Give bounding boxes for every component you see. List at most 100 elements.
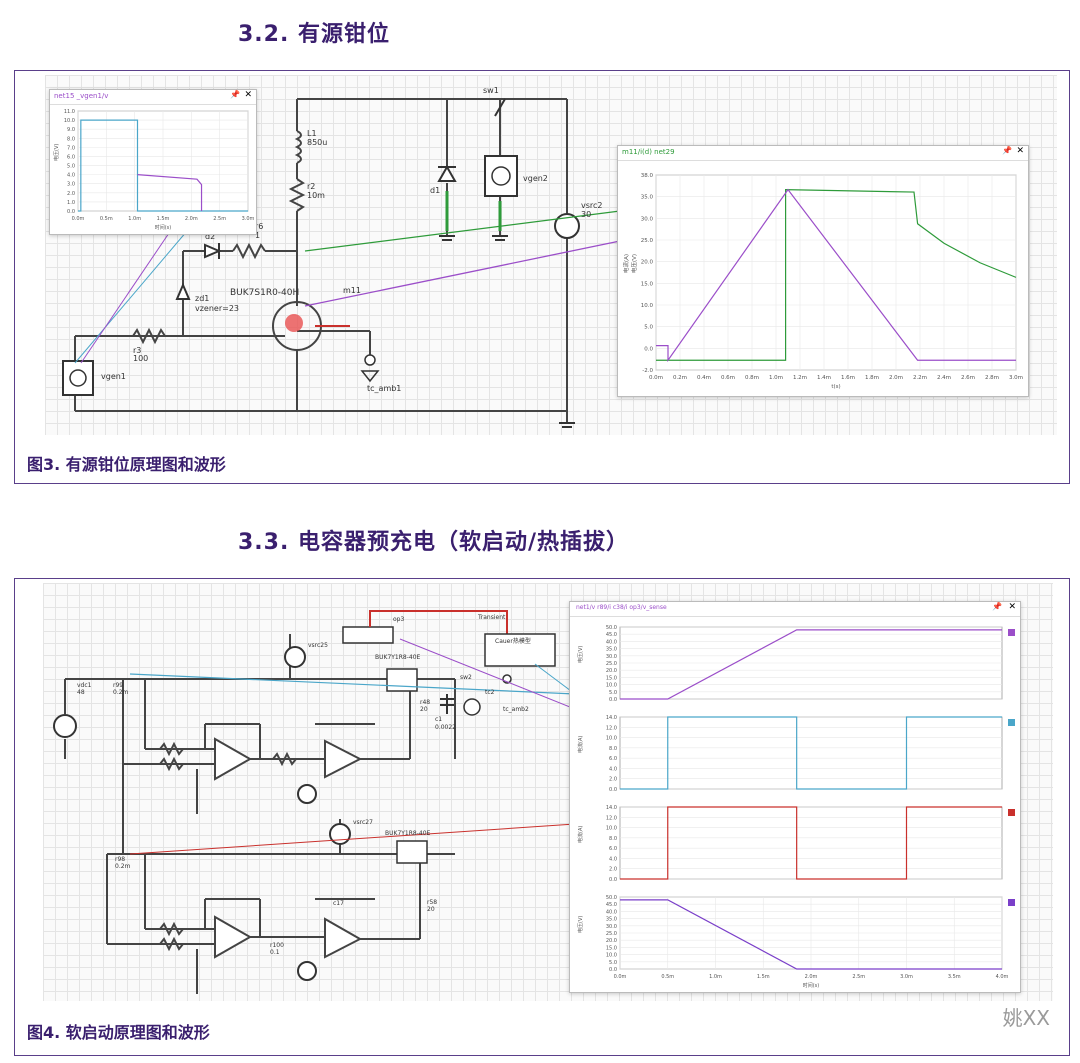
main-xtick-label: 0.4m [697, 375, 711, 381]
panel-2-ytick-label: 8.0 [609, 746, 617, 752]
main-ytick-label: 0.0 [644, 346, 653, 352]
main-xtick-label: 2.6m [961, 375, 975, 381]
panel-2-ytick-label: 2.0 [609, 777, 617, 783]
panel-3-legend-swatch [1008, 809, 1015, 816]
panel-1-ytick-label: 45.0 [606, 632, 617, 638]
label-r58-val: 20 [427, 906, 435, 913]
section-heading-precharge: 3.3. 电容器预充电（软启动/热插拔） [238, 530, 630, 555]
pin-icon[interactable]: 📌 [230, 90, 240, 99]
label-sw2: sw2 [460, 674, 472, 681]
label-r98-val: 0.2m [115, 863, 131, 870]
label-L1-val: 850u [307, 138, 327, 147]
main-plot-chart: 38.035.030.025.020.015.010.05.00.0-2.00.… [622, 173, 1023, 390]
mini-xtick-label: 1.5m [157, 216, 170, 222]
panel-3-plot-area [619, 806, 1003, 880]
panel-4-ytick-label: 10.0 [606, 953, 617, 959]
panel-1-ytick-label: 0.0 [609, 697, 617, 703]
main-ytick-label: 20.0 [641, 260, 654, 266]
main-series-green [656, 189, 1017, 361]
pin-icon[interactable]: 📌 [992, 602, 1002, 611]
vsrc25-source [284, 646, 306, 668]
label-vgen1: vgen1 [101, 372, 126, 381]
panel-4-ytick-label: 40.0 [606, 909, 617, 915]
panel-1-ytick-label: 10.0 [606, 683, 617, 689]
main-xtick-label: 1.2m [793, 375, 807, 381]
zener-zd1-icon [175, 282, 191, 300]
label-r98: r98 [115, 856, 125, 863]
main-ylabel-right: 电压(V) [630, 254, 638, 273]
mini-xtick-label: 0.5m [100, 216, 113, 222]
label-op3: op3 [393, 616, 404, 623]
panel-2-ytick-label: 6.0 [609, 756, 617, 762]
mini-plot-tab[interactable]: net15 _vgen1/v [50, 90, 256, 105]
main-xtick-label: 0.6m [721, 375, 735, 381]
mini-series-blue [78, 119, 248, 212]
mini-ytick-label: 4.0 [67, 173, 75, 179]
main-plot-tab[interactable]: m11/i(d) net29 [618, 146, 1028, 161]
mini-ytick-label: 11.0 [64, 109, 75, 115]
section-heading-active-clamp: 3.2. 有源钳位 [238, 22, 390, 47]
pulse-source-1 [297, 784, 317, 804]
close-icon[interactable]: ✕ [1016, 146, 1024, 156]
thermal-node-icon [364, 354, 376, 366]
main-xtick-label: 0.8m [745, 375, 759, 381]
panel-2-ytick-label: 12.0 [606, 725, 617, 731]
panel-2-ytick-label: 10.0 [606, 736, 617, 742]
pin-icon[interactable]: 📌 [1002, 146, 1012, 155]
label-cauer: Cauer热模型 [495, 637, 531, 645]
main-xtick-label: 1.8m [865, 375, 879, 381]
mini-xtick-label: 1.0m [128, 216, 141, 222]
label-r2: r2 [307, 182, 315, 191]
panel-4-xtick-label: 3.0m [900, 974, 913, 980]
mini-ytick-label: 3.0 [67, 182, 75, 188]
panel-4-ytick-label: 20.0 [606, 938, 617, 944]
main-xtick-label: 1.4m [817, 375, 831, 381]
panel-3-ytick-label: 2.0 [609, 867, 617, 873]
panel-4-xtick-label: 1.0m [709, 974, 722, 980]
figure-3-box: sw1 L1 850u r2 10m d1 vgen2 vsrc2 30 d2 … [14, 70, 1070, 484]
mini-xtick-label: 2.0m [185, 216, 198, 222]
label-r99-val: 0.2m [113, 689, 129, 696]
panel-1-ytick-label: 40.0 [606, 639, 617, 645]
main-ytick-label: -2.0 [642, 368, 653, 374]
panel-4-xtick-label: 4.0m [996, 974, 1009, 980]
panel-4-series [620, 899, 1002, 970]
vdc1-source [53, 714, 77, 738]
panel-3-ytick-label: 6.0 [609, 846, 617, 852]
stacked-waveform-chart: 50.045.040.035.030.025.020.015.010.05.00… [577, 625, 1015, 989]
main-xtick-label: 3.0m [1009, 375, 1023, 381]
label-r48-val: 20 [420, 706, 428, 713]
label-zd1: zd1 [195, 294, 209, 303]
schematic-2: vdc1 48 r99 0.2m op3 BUK7Y1R8-40E tc2 tc… [53, 610, 575, 994]
mini-xtick-label: 0.0m [72, 216, 85, 222]
main-ytick-label: 30.0 [641, 216, 654, 222]
panel-3-ytick-label: 10.0 [606, 826, 617, 832]
label-vsrc27: vsrc27 [353, 819, 373, 826]
figure-4-box: vdc1 48 r99 0.2m op3 BUK7Y1R8-40E tc2 tc… [14, 578, 1070, 1056]
panel-3-ytick-label: 0.0 [609, 877, 617, 883]
panel-1-ytick-label: 5.0 [609, 690, 617, 696]
mini-plot-chart: 11.010.09.08.07.06.05.04.03.02.01.00.00.… [53, 109, 255, 231]
panel-4-xtick-label: 0.5m [661, 974, 674, 980]
panel-1-legend-swatch [1008, 629, 1015, 636]
panel-1-ytick-label: 50.0 [606, 625, 617, 631]
label-d2: d2 [205, 232, 215, 241]
vsrc27-source [329, 823, 351, 845]
close-icon[interactable]: ✕ [1008, 602, 1016, 612]
mosfet-2 [396, 840, 428, 864]
panel-4-ytick-label: 15.0 [606, 945, 617, 951]
panel-1-series [620, 629, 1002, 700]
waveform-tab[interactable]: net1/v r89/i c38/i op3/v_sense [570, 602, 1020, 617]
close-icon[interactable]: ✕ [244, 90, 252, 100]
mini-ytick-label: 9.0 [67, 127, 75, 133]
label-r100-val: 0.1 [270, 949, 280, 956]
panel-2-plot-area [619, 716, 1003, 790]
label-vsrc25: vsrc25 [308, 642, 328, 649]
panel-3-series [620, 806, 1002, 880]
panel-2-legend-swatch [1008, 719, 1015, 726]
panel-4-xtick-label: 0.0m [614, 974, 627, 980]
label-mosfet2: BUK7Y1R8-40E [385, 830, 431, 837]
